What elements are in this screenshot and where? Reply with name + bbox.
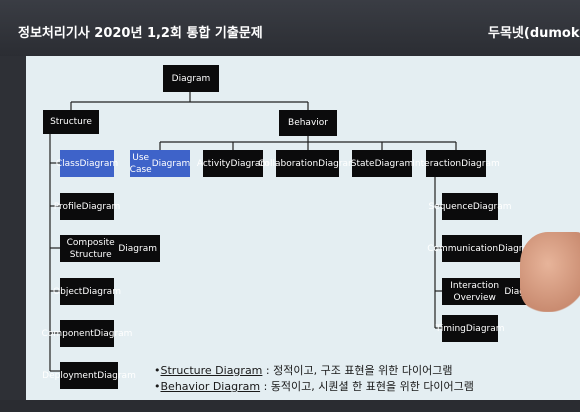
video-bottom-strip [0,400,580,412]
presenter-hand [520,232,580,312]
video-header-bar: 정보처리기사 2020년 1,2회 통합 기출문제 두목넷(dumok.ne [0,0,580,56]
structure-diagram-note: •Structure Diagram : 정적이고, 구조 표현을 위한 다이어… [154,364,453,377]
brand-watermark: 두목넷(dumok.ne [488,26,580,41]
connector-lines [49,92,457,372]
behavior-node: Behavior [279,110,337,136]
diagram-root-node: Diagram [163,65,219,92]
behavior-diagram-note: •Behavior Diagram : 동적이고, 시퀀셜 한 표현을 위한 다… [154,380,474,393]
structure-node: Structure [43,110,99,134]
lecture-title: 정보처리기사 2020년 1,2회 통합 기출문제 [18,26,263,41]
